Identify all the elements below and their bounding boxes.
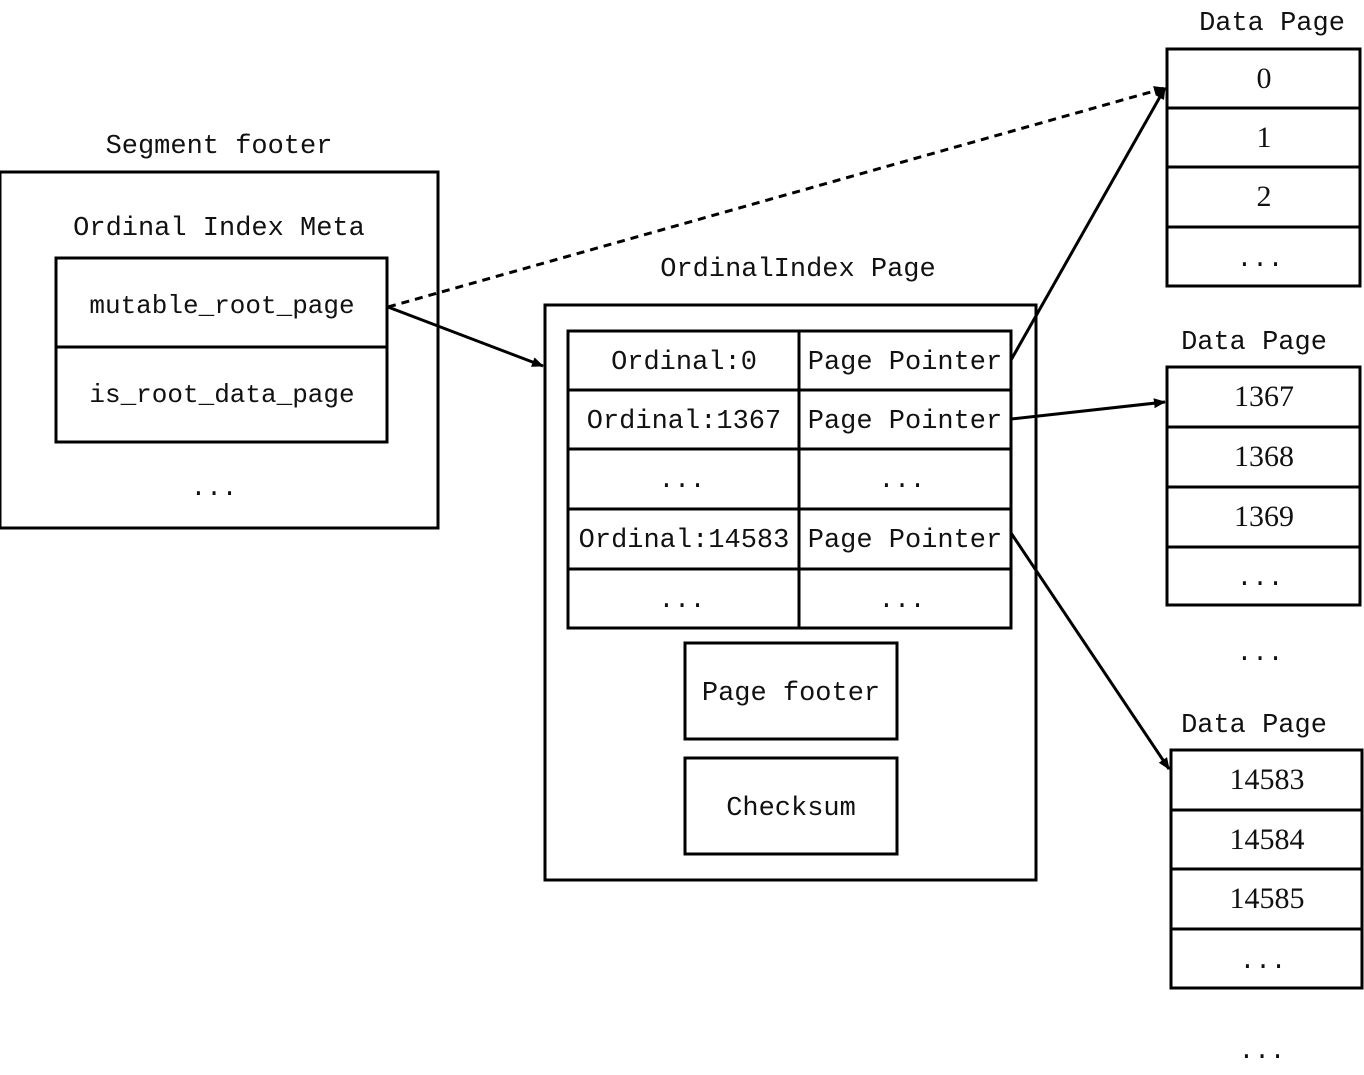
- data-page-entry: ...: [1237, 563, 1284, 593]
- data-page-entry: 1367: [1234, 380, 1294, 413]
- ordinal-table-outline: [566, 329, 1013, 630]
- ordinal-index-table: Ordinal:0 Page Pointer Ordinal:1367 Page…: [566, 329, 1013, 630]
- arrow-page-pointer-14583-to-data-page: [1009, 532, 1171, 770]
- ordinal-cell: ...: [659, 465, 706, 495]
- page-pointer-cell: Page Pointer: [808, 526, 1002, 556]
- data-page-entry: 1368: [1234, 440, 1294, 473]
- checksum-box: [683, 756, 899, 856]
- page-pointer-cell: ...: [879, 465, 926, 495]
- is-root-data-page-field: [54, 345, 389, 444]
- segment-footer-title: Segment footer: [106, 132, 333, 162]
- data-page-entry: 1: [1257, 121, 1272, 154]
- page-pointer-cell: ...: [879, 585, 926, 615]
- arrow-mutable-root-to-ordinal-index-page: [387, 305, 544, 368]
- data-page-entry: ...: [1237, 244, 1284, 274]
- segment-footer-ellipsis: ...: [191, 473, 238, 503]
- ordinal-cell: ...: [659, 585, 706, 615]
- dashed-arrow-mutable-root-to-data-page: [387, 86, 1166, 309]
- data-page-entry: ...: [1240, 946, 1287, 976]
- ordinal-index-page-title: OrdinalIndex Page: [660, 255, 935, 285]
- data-page-entry: 14584: [1230, 823, 1305, 856]
- page-footer-box: [683, 641, 899, 741]
- checksum-label: Checksum: [726, 794, 856, 824]
- ordinal-cell: Ordinal:1367: [587, 407, 781, 437]
- page-pointer-cell: Page Pointer: [808, 348, 1002, 378]
- ordinal-index-meta-title: Ordinal Index Meta: [73, 214, 365, 244]
- data-page-entry: 1369: [1234, 500, 1294, 533]
- data-page-title: Data Page: [1199, 9, 1345, 39]
- arrow-page-pointer-0-to-data-page: [1009, 87, 1167, 361]
- data-page-entry: 14583: [1230, 763, 1305, 796]
- data-page-title: Data Page: [1181, 328, 1327, 358]
- mutable-root-page-label: mutable_root_page: [89, 291, 354, 321]
- arrow-page-pointer-1367-to-data-page: [1010, 398, 1166, 421]
- arrows: [387, 86, 1171, 770]
- mutable-root-page-field: [54, 256, 389, 349]
- bottom-ellipsis: ...: [1239, 1036, 1286, 1066]
- data-page-group: Data Page 0 1 2 ...: [1165, 9, 1362, 288]
- is-root-data-page-label: is_root_data_page: [89, 380, 354, 410]
- ordinal-cell: Ordinal:0: [611, 348, 757, 378]
- segment-footer-group: Segment footer Ordinal Index Meta mutabl…: [0, 132, 440, 530]
- data-page-entry: 14585: [1230, 882, 1305, 915]
- data-page-entry: 0: [1257, 62, 1272, 95]
- data-page-group: Data Page 1367 1368 1369 ...: [1165, 328, 1362, 607]
- ordinal-cell: Ordinal:14583: [579, 526, 790, 556]
- page-pointer-cell: Page Pointer: [808, 407, 1002, 437]
- data-page-entry: 2: [1257, 180, 1272, 213]
- data-page-gap-ellipsis: ...: [1237, 638, 1284, 668]
- page-footer-label: Page footer: [702, 679, 880, 709]
- data-page-title: Data Page: [1181, 711, 1327, 741]
- data-page-group: Data Page 14583 14584 14585 ...: [1169, 711, 1364, 990]
- ordinal-index-page-group: OrdinalIndex Page Ordinal:0 Page Pointer…: [543, 255, 1038, 882]
